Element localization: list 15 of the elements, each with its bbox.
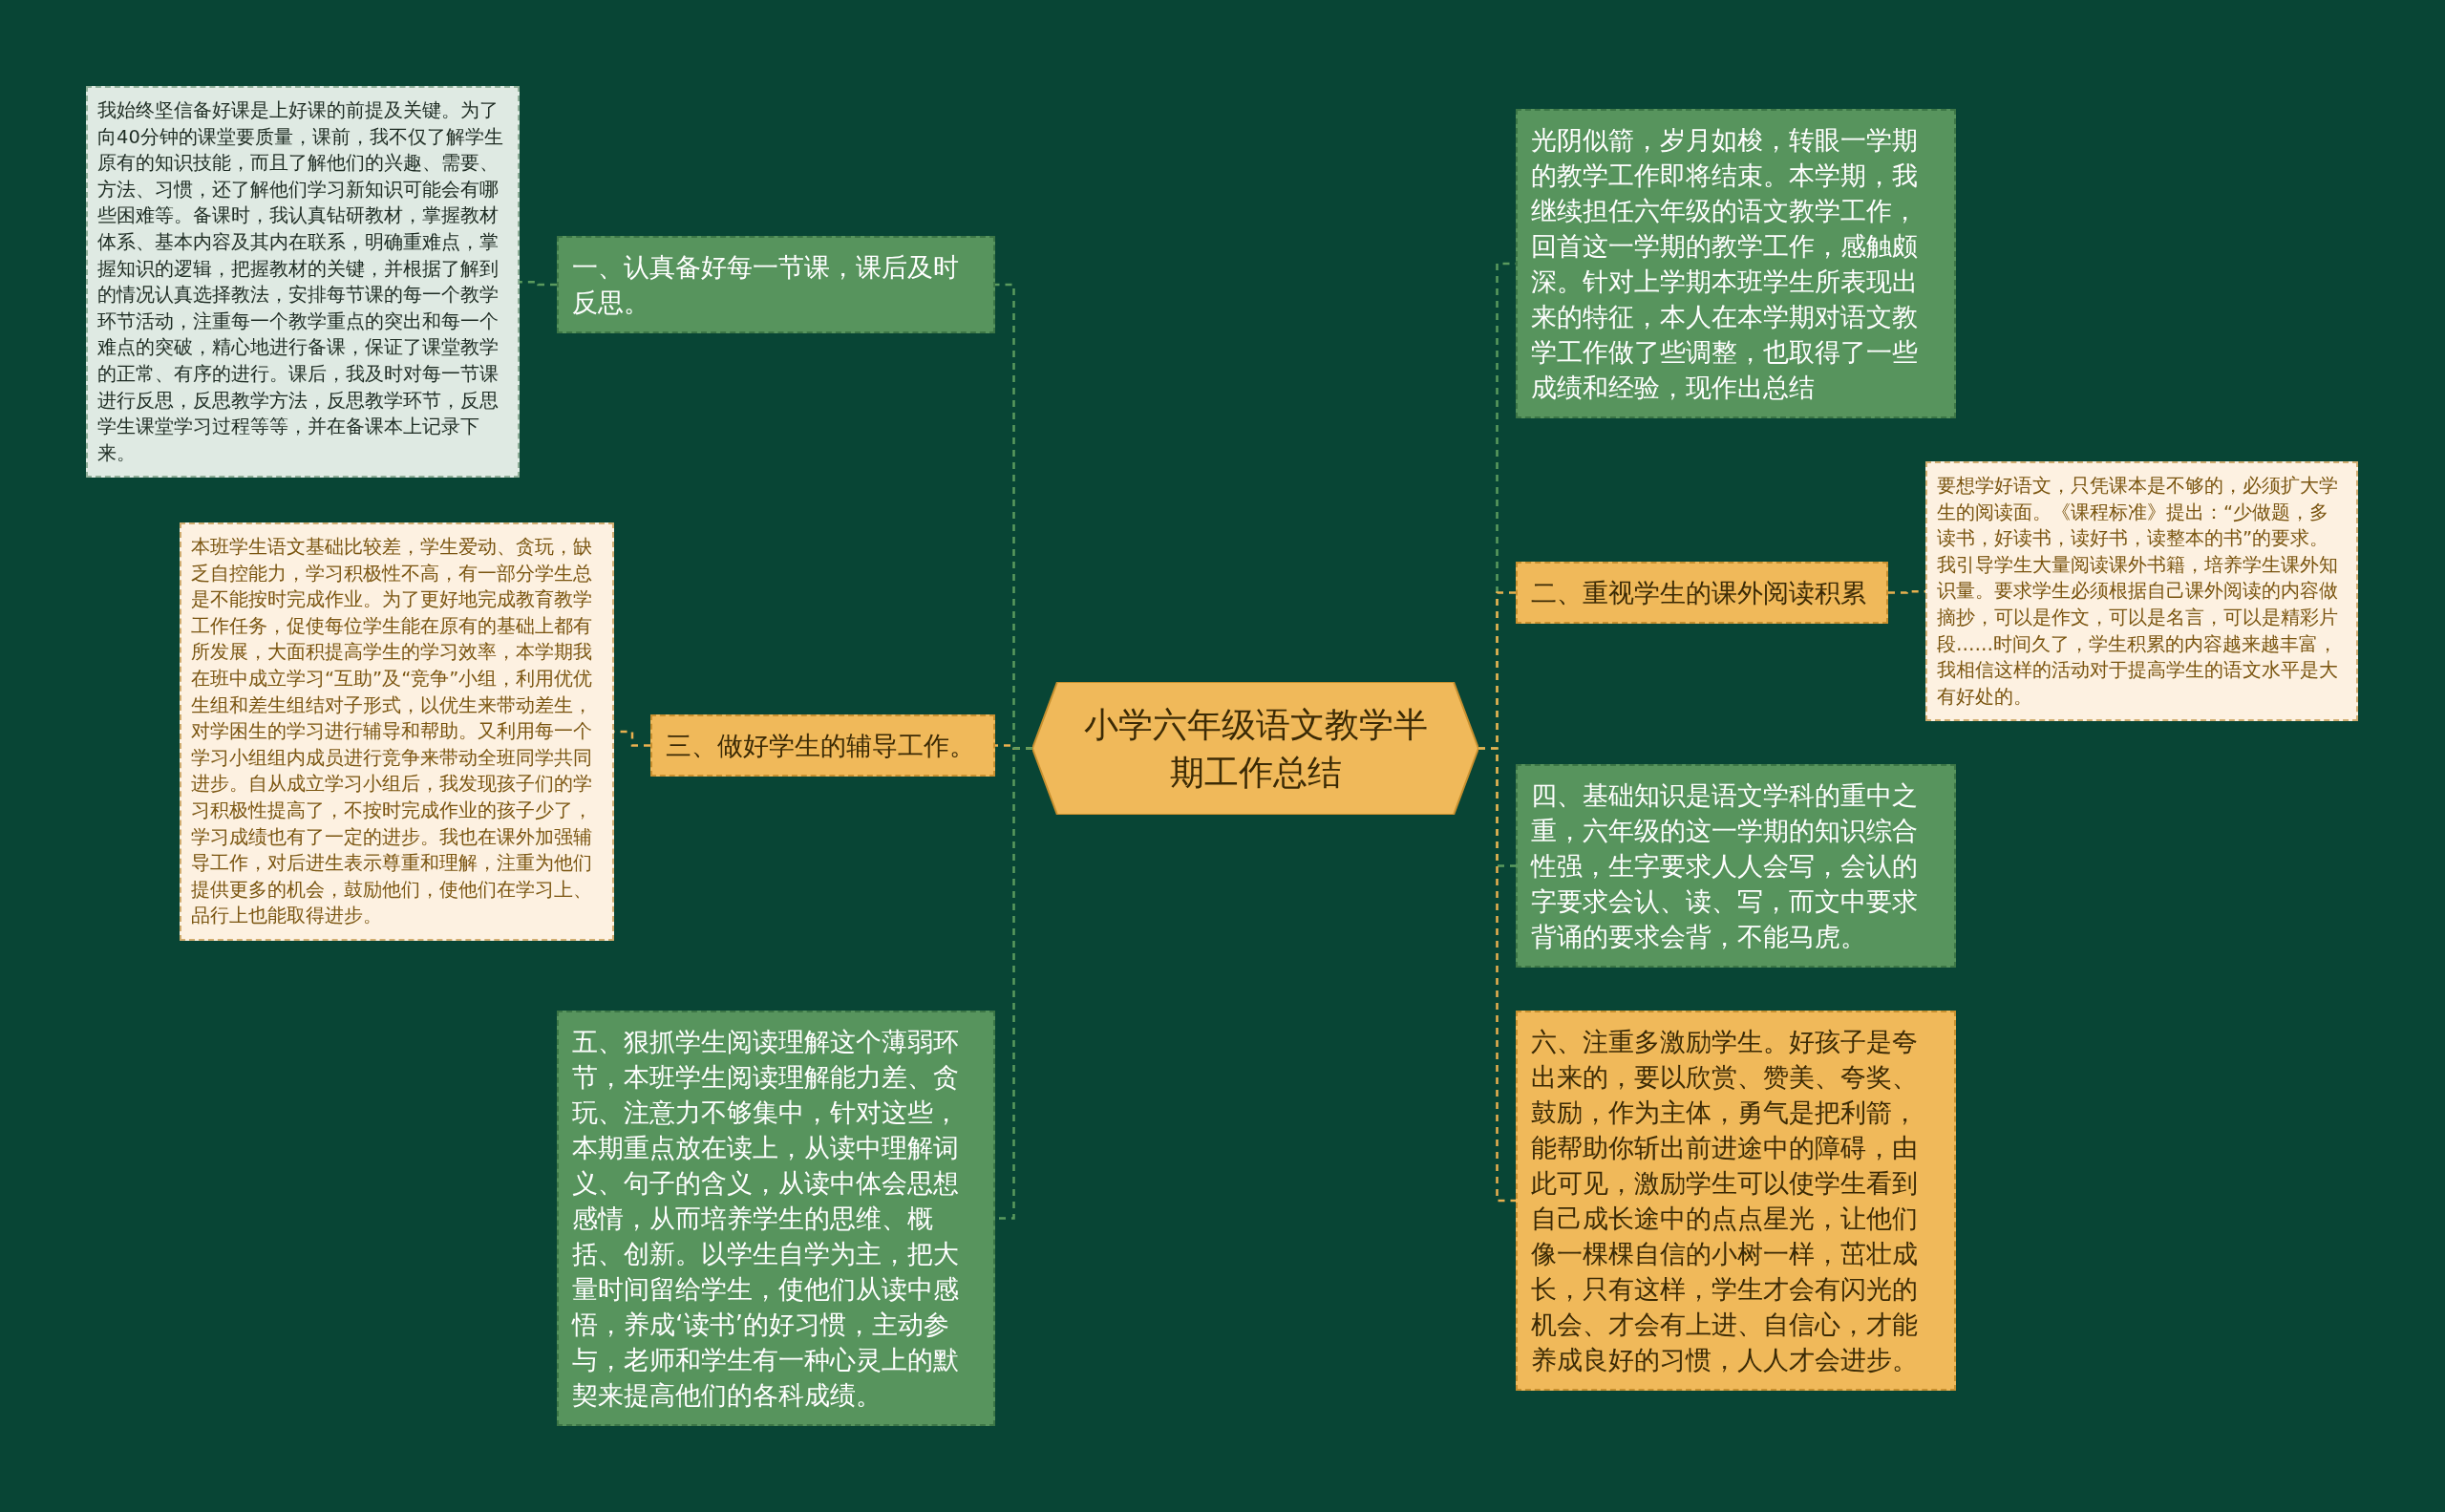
topic-box: 三、做好学生的辅导工作。: [650, 714, 995, 777]
title-hexagon: [1032, 682, 1478, 815]
connector-line: [520, 280, 557, 287]
note-card: 要想学好语文，只凭课本是不够的，必须扩大学生的阅读面。《课程标准》提出：“少做题，多读书，好读书，读好书，读整本的书”的要求。我引导学生大量阅读课外书籍，培养学生课外知识量。要求学生必须根据自己课外阅读的内容做摘抄，可以是作文，可以是名言，可以是精彩片段……时间久了，学生积累的内容越来越丰富，我相信这样的活动对于提高学生的语文水平是大有好处的。: [1925, 461, 2358, 722]
topic-box: 六、注重多激励学生。好孩子是夸出来的，要以欣赏、赞美、夸奖、鼓励，作为主体，勇气是把利箭，能帮助你斩出前进途中的障碍，由此可见，激励学生可以使学生看到自己成长途中的点点星光，让他们像一棵棵自信的小树一样，茁壮成长，只有这样，学生才会有闪光的机会、才会有上进、自信心，才能养成良好的习惯，人人才会进步。: [1516, 1011, 1956, 1391]
note-card: 我始终坚信备好课是上好课的前提及关键。为了向40分钟的课堂要质量，课前，我不仅了解学生原有的知识技能，而且了解他们的兴趣、需要、方法、习惯，还了解他们学习新知识可能会有哪些困难等。备课时，我认真钻研教材，掌握教材体系、基本内容及其内在联系，明确重难点，掌握知识的逻辑，把握教材的关键，并根据了解到的情况认真选择教法，安排每节课的每一个教学环节活动，注重每一个教学重点的突出和每一个难点的突破，精心地进行备课，保证了课堂教学的正常、有序的进行。课后，我及时对每一节课进行反思，反思教学方法，反思教学环节，反思学生课堂学习过程等等，并在备课本上记录下来。: [86, 86, 520, 479]
topic-box: 二、重视学生的课外阅读积累: [1516, 562, 1888, 624]
note-card: 本班学生语文基础比较差，学生爱动、贪玩，缺乏自控能力，学习积极性不高，有一部分学生总是不能按时完成作业。为了更好地完成教育教学工作任务，促使每位学生能在原有的基础上都有所发展，大面积提高学生的学习效率，本学期我在班中成立学习“互助”及“竞争”小组，利用优优生组和差生组结对子形式，以优生来带动差生，对学困生的学习进行辅导和帮助。又利用每一个学习小组组内成员进行竞争来带动全班同学共同进步。自从成立学习小组后，我发现孩子们的学习积极性提高了，不按时完成作业的孩子少了，学习成绩也有了一定的进步。我也在课外加强辅导工作，对后进生表示尊重和理解，注重为他们提供更多的机会，鼓励他们，使他们在学习上、品行上也能取得进步。: [180, 522, 614, 941]
title-text: 小学六年级语文教学半期工作总结: [1082, 703, 1429, 794]
connector-line: [1888, 589, 1925, 594]
topic-box: 五、狠抓学生阅读理解这个薄弱环节，本班学生阅读理解能力差、贪玩、注意力不够集中，针对这些，本期重点放在读上，从读中理解词义、句子的含义，从读中体会思想感情，从而培养学生的思维、概括、创新。以学生自学为主，把大量时间留给学生，使他们从读中感悟，养成‘读书’的好习惯，主动参与，老师和学生有一种心灵上的默契来提高他们的各科成绩。: [557, 1011, 995, 1426]
topic-box: 四、基础知识是语文学科的重中之重，六年级的这一学期的知识综合性强，生字要求人人会写，会认的字要求会认、读、写，而文中要求背诵的要求会背，不能马虎。: [1516, 764, 1956, 968]
topic-box: 一、认真备好每一节课，课后及时反思。: [557, 236, 995, 333]
topic-box: 光阴似箭，岁月如梭，转眼一学期的教学工作即将结束。本学期，我继续担任六年级的语文教学工作，回首这一学期的教学工作，感触颇深。针对上学期本班学生所表现出来的特征，本人在本学期对语文教学工作做了些调整，也取得了一些成绩和经验，现作出总结: [1516, 109, 1956, 418]
connector-line: [1478, 747, 1516, 1203]
